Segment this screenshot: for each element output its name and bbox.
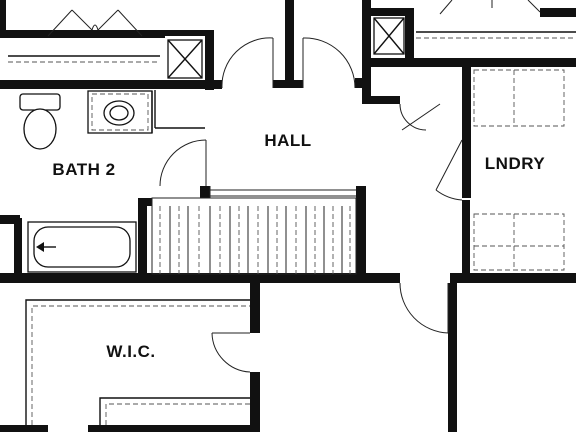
wall-laundry-stub [362, 96, 400, 104]
stair-outline [151, 197, 357, 275]
wic-hall-door-swing [399, 282, 449, 334]
wall-bath2-right [138, 198, 147, 283]
staircase [151, 186, 357, 275]
tub-drain-icon [36, 242, 44, 252]
shower-right-x2 [373, 17, 405, 55]
wall-top-left-edge [0, 0, 6, 38]
wall-shower-right [205, 30, 214, 90]
wall-laundry-left-lower [462, 200, 470, 280]
vanity-sink-inner [109, 105, 129, 121]
room-label-bath2: BATH 2 [52, 160, 115, 179]
wall-bottom-left [0, 425, 48, 432]
laundry-door-leaf [435, 139, 463, 191]
wall-stair-right [356, 186, 366, 281]
wall-closet-top-left [0, 30, 165, 38]
wic-shelving [25, 299, 250, 425]
laundry-appliances [473, 69, 565, 271]
wall-tub-left [14, 218, 22, 274]
top-left-closet [8, 9, 160, 63]
hall-door-left-swing [221, 37, 274, 89]
wall-stair-jamb [200, 186, 210, 198]
wic-rod-inner [105, 403, 250, 425]
vanity-dash [91, 93, 149, 131]
toilet-tank [19, 93, 61, 111]
laundry-small-door-swing [399, 103, 427, 131]
wall-top-right-corner [540, 8, 576, 17]
wall-right-bedroom-left [448, 283, 457, 432]
laundry-small-door-leaf [401, 103, 441, 131]
bath2-fixtures [19, 90, 207, 273]
wall-shower-top-left [160, 30, 212, 36]
toilet-bowl [23, 108, 57, 150]
bifold-right-a [439, 0, 453, 15]
wic-rod-outer [31, 305, 250, 425]
wic-shelf-outer [25, 299, 250, 425]
washer-outline [473, 69, 565, 127]
bifold-door-left-b [71, 9, 93, 31]
top-right-closet [373, 0, 576, 55]
bifold-door-left-a [47, 9, 73, 37]
room-label-wic: W.I.C. [106, 342, 155, 361]
wall-hall-center-post [285, 0, 294, 86]
stair-dashes [159, 206, 351, 274]
bifold-door-right-a [97, 9, 119, 31]
dryer-outline [473, 213, 565, 271]
wall-hall-top-stub-left [214, 80, 222, 89]
bifold-door-right-b [117, 9, 143, 37]
bifold-right-c [527, 0, 541, 13]
wall-bottom-middle [88, 425, 250, 432]
wall-wic-right-lower [250, 372, 260, 432]
laundry-door-swing [435, 189, 463, 201]
wall-laundry-left-upper [462, 58, 471, 198]
shower-left-x2 [167, 39, 203, 79]
hall-doors [211, 37, 463, 373]
wic-door-swing [211, 332, 251, 373]
bathtub-basin [33, 226, 131, 268]
wall-shower-top-right [371, 8, 413, 16]
wall-hall-post-base [273, 80, 303, 88]
room-label-hall: HALL [264, 131, 311, 150]
shower-left [167, 39, 203, 79]
wall-wic-right-upper [250, 283, 260, 333]
hall-door-right-swing [302, 37, 356, 89]
stair-treads [169, 206, 343, 274]
wall-laundry-bottom [450, 273, 576, 283]
wall-bath2-tub-stub [0, 215, 20, 224]
bifold-door-meet [91, 24, 99, 31]
wic-shelf-inner [99, 397, 250, 425]
wall-right-block [362, 0, 371, 104]
bath2-door-swing [159, 139, 207, 187]
wall-laundry-top [371, 58, 576, 67]
wall-bath2-top [0, 80, 210, 89]
wall-shower-right-side [405, 8, 414, 66]
wall-stair-top-left [138, 198, 152, 206]
room-label-laundry: LNDRY [485, 154, 546, 173]
wall-wic-top [0, 273, 400, 283]
